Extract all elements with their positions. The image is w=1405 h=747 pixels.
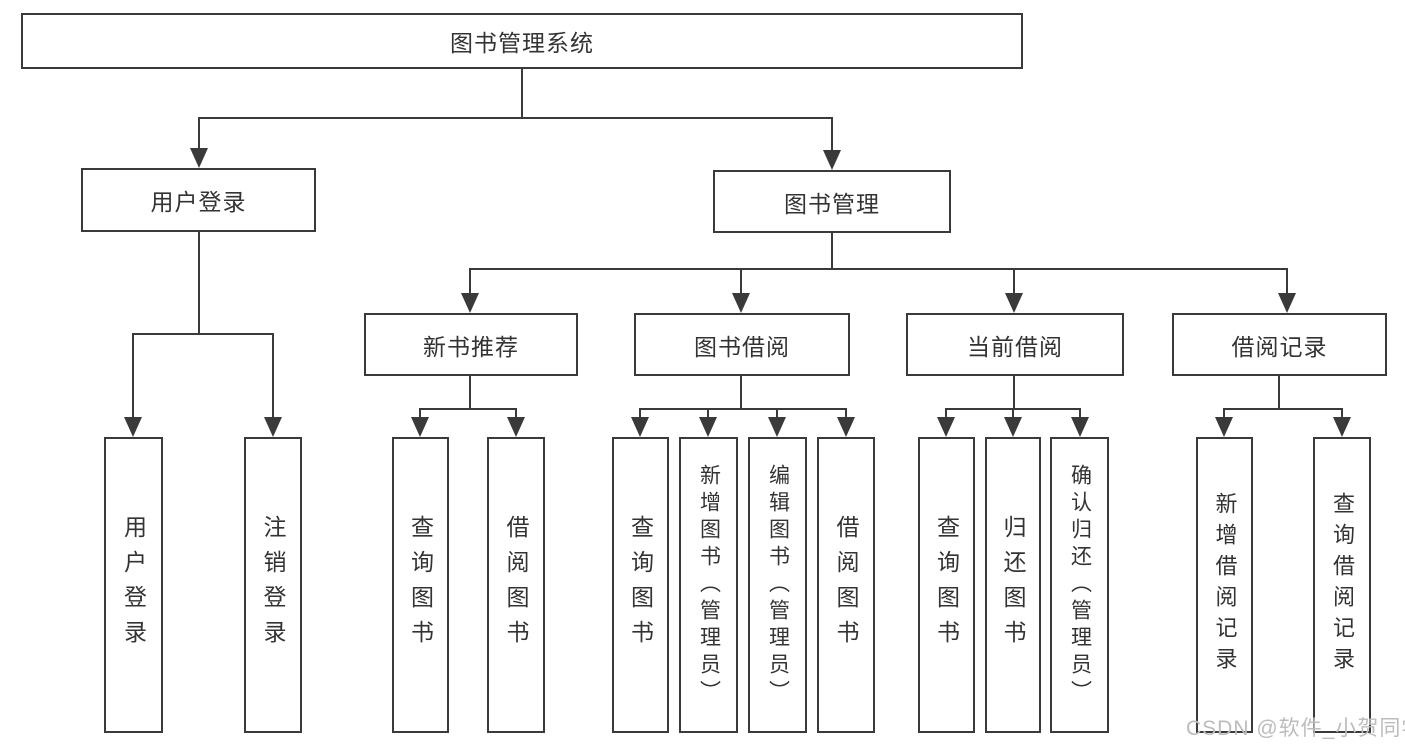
connector-to-user-login <box>198 117 200 153</box>
leaf-logout-label: 注销登录 <box>260 515 286 655</box>
connector-to-leaf-login <box>132 333 134 421</box>
leaf-user-login-label: 用户登录 <box>120 515 147 655</box>
arrowhead-borrow-child4 <box>837 417 855 437</box>
connector-borrow-stem <box>740 376 742 410</box>
node-book-management: 图书管理 <box>713 170 951 233</box>
arrowhead-user-login <box>190 148 208 168</box>
connector-to-book-management <box>831 117 833 155</box>
arrowhead-current-child3 <box>1071 417 1089 437</box>
arrowhead-current-child1 <box>937 417 955 437</box>
connector-user-login-stem <box>198 232 200 335</box>
arrowhead-leaf-logout <box>264 417 282 437</box>
arrowhead-leaf-login <box>124 417 142 437</box>
node-borrow-records-label: 借阅记录 <box>1231 333 1328 360</box>
arrowhead-current-child2 <box>1004 417 1022 437</box>
connector-borrow-child3 <box>776 408 778 421</box>
leaf-current-query-book-label: 查询图书 <box>933 515 960 655</box>
leaf-borrow-edit-book-admin: 编辑图书（管理员） <box>748 437 807 733</box>
arrowhead-records <box>1278 293 1296 313</box>
leaf-current-confirm-return-admin-label: 确认归还（管理员） <box>1068 463 1092 707</box>
leaf-recommend-query-book: 查询图书 <box>392 437 449 733</box>
connector-borrow-child2 <box>707 408 709 421</box>
node-user-login-label: 用户登录 <box>150 189 247 215</box>
leaf-borrow-borrow-book: 借阅图书 <box>817 437 875 733</box>
arrowhead-book-management <box>823 150 841 170</box>
connector-book-management-branch <box>470 268 1288 270</box>
arrowhead-borrow-child3 <box>768 417 786 437</box>
arrowhead-borrow-child1 <box>631 417 649 437</box>
connector-current-stem <box>1013 376 1015 410</box>
arrowhead-borrow <box>732 293 750 313</box>
node-root-label: 图书管理系统 <box>450 30 594 56</box>
csdn-watermark: CSDN @软件_小贺同学 <box>1186 717 1405 740</box>
connector-to-records <box>1286 268 1288 296</box>
connector-recommend-stem <box>469 376 471 410</box>
leaf-borrow-add-book-admin: 新增图书（管理员） <box>679 437 738 733</box>
connector-to-current <box>1013 268 1015 296</box>
connector-records-stem <box>1278 376 1280 410</box>
leaf-query-borrow-record: 查询借阅记录 <box>1313 437 1371 733</box>
leaf-add-borrow-record: 新增借阅记录 <box>1196 437 1253 733</box>
leaf-borrow-borrow-book-label: 借阅图书 <box>833 515 859 655</box>
leaf-borrow-query-book-label: 查询图书 <box>627 515 654 655</box>
connector-recommend-child2 <box>515 408 517 421</box>
connector-records-child2 <box>1341 408 1343 421</box>
leaf-current-return-book: 归还图书 <box>985 437 1041 733</box>
node-book-borrow-label: 图书借阅 <box>694 333 790 360</box>
connector-user-login-branch <box>132 333 274 335</box>
connector-root-stem <box>521 69 523 119</box>
node-book-borrow: 图书借阅 <box>634 313 850 376</box>
arrowhead-records-child2 <box>1333 417 1351 437</box>
connector-recommend-child1 <box>419 408 421 421</box>
connector-borrow-child4 <box>845 408 847 421</box>
connector-current-child1 <box>945 408 947 421</box>
node-current-borrow-label: 当前借阅 <box>967 333 1063 360</box>
connector-recommend-branch <box>419 408 517 410</box>
node-book-management-label: 图书管理 <box>784 190 880 217</box>
connector-book-management-stem <box>831 233 833 270</box>
arrowhead-borrow-child2 <box>699 417 717 437</box>
leaf-logout: 注销登录 <box>244 437 302 733</box>
arrowhead-current <box>1005 293 1023 313</box>
connector-borrow-child1 <box>639 408 641 421</box>
leaf-borrow-add-book-admin-label: 新增图书（管理员） <box>697 463 721 707</box>
connector-records-branch <box>1223 408 1343 410</box>
arrowhead-records-child1 <box>1215 417 1233 437</box>
connector-to-leaf-logout <box>272 333 274 421</box>
arrowhead-recommend <box>461 293 479 313</box>
leaf-query-borrow-record-label: 查询借阅记录 <box>1330 492 1355 678</box>
leaf-borrow-edit-book-admin-label: 编辑图书（管理员） <box>766 463 790 707</box>
connector-to-recommend <box>469 268 471 296</box>
connector-to-borrow <box>740 268 742 296</box>
connector-borrow-branch <box>639 408 847 410</box>
connector-current-child3 <box>1079 408 1081 421</box>
leaf-current-return-book-label: 归还图书 <box>1000 515 1026 655</box>
node-current-borrow: 当前借阅 <box>906 313 1124 376</box>
node-new-book-recommend: 新书推荐 <box>364 313 578 376</box>
connector-root-branch <box>198 117 833 119</box>
arrowhead-recommend-child2 <box>507 417 525 437</box>
leaf-recommend-borrow-book-label: 借阅图书 <box>503 515 529 655</box>
node-borrow-records: 借阅记录 <box>1172 313 1387 376</box>
leaf-current-query-book: 查询图书 <box>918 437 975 733</box>
node-user-login: 用户登录 <box>81 168 316 232</box>
node-new-book-recommend-label: 新书推荐 <box>423 333 519 360</box>
leaf-recommend-borrow-book: 借阅图书 <box>487 437 545 733</box>
leaf-user-login: 用户登录 <box>104 437 163 733</box>
connector-current-child2 <box>1012 408 1014 421</box>
connector-records-child1 <box>1223 408 1225 421</box>
leaf-borrow-query-book: 查询图书 <box>612 437 669 733</box>
node-root: 图书管理系统 <box>21 13 1023 69</box>
arrowhead-recommend-child1 <box>411 417 429 437</box>
leaf-current-confirm-return-admin: 确认归还（管理员） <box>1050 437 1109 733</box>
leaf-recommend-query-book-label: 查询图书 <box>407 515 434 655</box>
leaf-add-borrow-record-label: 新增借阅记录 <box>1212 492 1238 678</box>
